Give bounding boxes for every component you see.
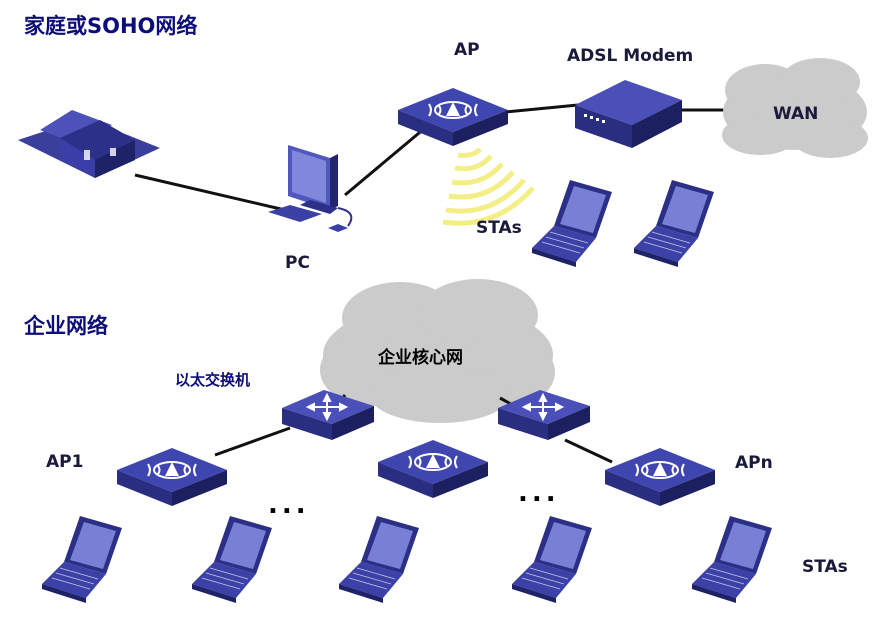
laptop-icon: [511, 515, 593, 604]
laptop-icon: [531, 179, 613, 268]
house-icon: [18, 110, 160, 178]
access-point-icon: [377, 439, 489, 499]
apn-label: APn: [735, 453, 773, 473]
stas-label: STAs: [802, 557, 848, 577]
adsl-modem-label: ADSL Modem: [567, 46, 694, 66]
access-point-icon: [604, 447, 716, 507]
ap1-label: AP1: [46, 452, 84, 472]
ellipsis: ...: [518, 478, 560, 508]
laptop-icon: [633, 179, 715, 268]
wan-cloud-icon: [722, 58, 868, 158]
ellipsis: ...: [268, 490, 310, 520]
ap-label: AP: [454, 40, 480, 60]
wan-label: WAN: [773, 104, 819, 124]
laptop-icon: [338, 515, 420, 604]
wireless-signal-icon: [442, 147, 535, 226]
section-title-home: 家庭或SOHO网络: [24, 14, 198, 38]
pc-label: PC: [285, 253, 310, 273]
laptop-icon: [191, 515, 273, 604]
laptop-icon: [691, 515, 773, 604]
stas-label: STAs: [476, 218, 522, 238]
pc-icon: [268, 145, 353, 232]
core-network-label: 企业核心网: [378, 348, 463, 368]
laptop-icon: [41, 515, 123, 604]
adsl-modem-icon: [575, 80, 682, 148]
access-point-icon: [116, 447, 228, 507]
ethernet-switch-label: 以太交换机: [175, 371, 251, 389]
core-network-cloud-icon: [320, 279, 555, 423]
section-title-enterprise: 企业网络: [24, 314, 108, 338]
